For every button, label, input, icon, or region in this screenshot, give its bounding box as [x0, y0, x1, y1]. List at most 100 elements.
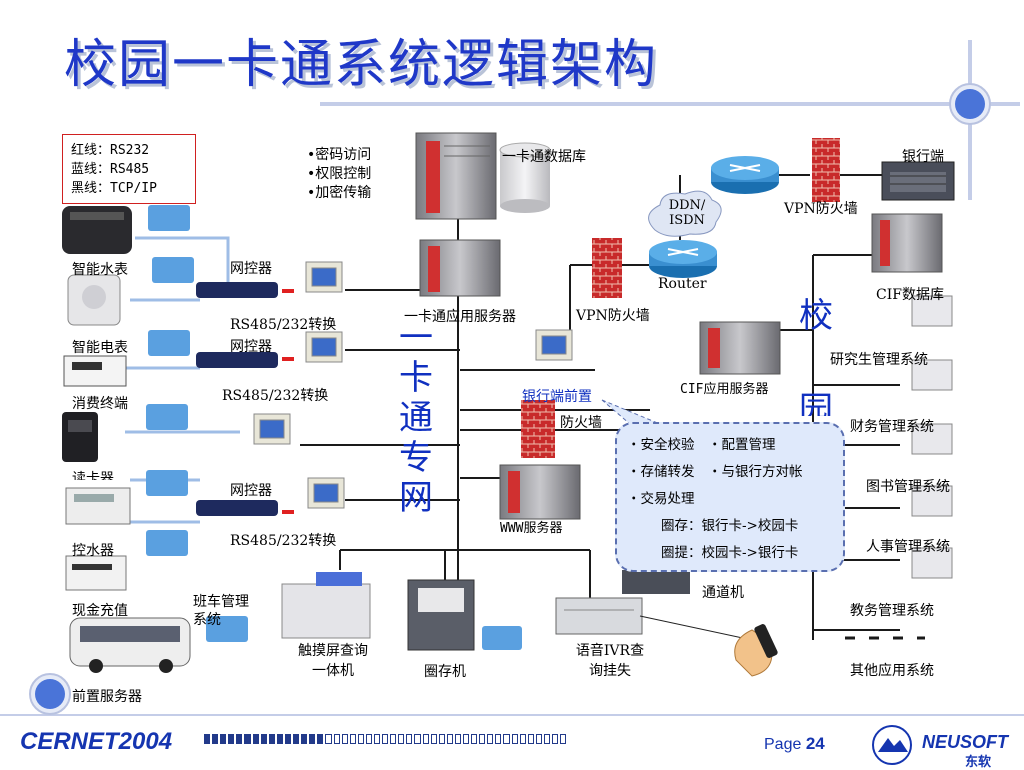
pos-terminal-icon — [63, 355, 127, 387]
security-features: •密码访问 •权限控制 •加密传输 — [307, 146, 371, 203]
router-icon — [649, 240, 717, 278]
hr-system-label: 人事管理系统 — [866, 539, 950, 555]
other-system-label: 其他应用系统 — [850, 663, 934, 679]
pc-icons — [253, 261, 573, 509]
db-label: 一卡通数据库 — [502, 149, 586, 165]
feature-item: •权限控制 — [307, 166, 372, 182]
router-top-icon — [711, 156, 779, 194]
bank-front-callout: ・安全校验 ・配置管理 ・存储转发 ・与银行方对帐 ・交易处理 圈存：银行卡->… — [615, 422, 845, 572]
vpn-firewall-label: VPN防火墙 — [576, 308, 650, 324]
vertical-char: 专 — [399, 438, 433, 478]
reader-label: 读卡器 — [72, 471, 114, 480]
net-controller-label: 网控器 — [230, 261, 272, 277]
rs-converter-label: RS485/232转换 — [222, 388, 329, 404]
callout-pointer — [601, 399, 661, 425]
cif-app-server-icon — [699, 321, 781, 375]
rs232-lines — [282, 289, 294, 514]
slide-progress — [204, 734, 567, 744]
legend-red: 红线：RS232 — [71, 143, 150, 158]
mobile-phone-icon — [639, 615, 778, 677]
vertical-char: 园 — [799, 390, 833, 416]
net-controller-label: 网控器 — [230, 339, 272, 355]
right-pcs — [911, 295, 953, 579]
callout-line: 圈存：银行卡->校园卡 — [661, 518, 799, 534]
firewall-label: 防火墙 — [560, 415, 602, 431]
rs-converter-label: RS485/232转换 — [230, 317, 337, 333]
cash-recharge-icon — [65, 555, 127, 591]
water-ctrl-label: 控水器 — [72, 543, 114, 559]
card-reader-icon — [62, 412, 98, 462]
net-controllers — [196, 282, 278, 516]
feature-item: •密码访问 — [307, 147, 372, 163]
callout-line: ・存储转发 ・与银行方对帐 — [627, 464, 803, 480]
www-label: WWW服务器 — [500, 521, 563, 536]
deposit-machine-icon — [407, 579, 475, 651]
rs-converter-label: RS485/232转换 — [230, 533, 337, 549]
callout-line: ・交易处理 — [627, 491, 695, 507]
firewall-icon — [521, 400, 555, 458]
net-controller-label: 网控器 — [230, 483, 272, 499]
elec-meter-icon — [67, 274, 121, 326]
page-title: 校园一卡通系统逻辑架构 — [64, 35, 659, 95]
library-system-label: 图书管理系统 — [866, 479, 950, 495]
water-meter-icon — [62, 206, 132, 254]
callout-line: 圈提：校园卡->银行卡 — [661, 545, 799, 561]
cash-label: 现金充值 — [72, 603, 128, 619]
finance-system-label: 财务管理系统 — [850, 419, 934, 435]
router-label: Router — [658, 276, 707, 292]
ddn-label: DDN/ ISDN — [668, 198, 706, 228]
feature-item: •加密传输 — [307, 185, 372, 201]
pos-label: 消费终端 — [72, 396, 128, 412]
channel-machine-icon — [622, 570, 690, 594]
ivr-server-icon — [555, 597, 643, 635]
page-number: Page 24 — [764, 734, 825, 754]
cif-db-label: CIF数据库 — [876, 287, 944, 303]
campus-network-label: 校 — [796, 296, 836, 336]
kiosk-icon — [281, 572, 371, 639]
decoration-bottom-left — [0, 673, 1024, 716]
campus-network-label-2: 园 — [796, 390, 836, 416]
vertical-char: 卡 — [399, 358, 433, 398]
app-server-label: 一卡通应用服务器 — [404, 309, 516, 325]
bus-icon — [69, 617, 191, 673]
channel-label: 通道机 — [702, 585, 744, 601]
university-seal-icon — [872, 725, 912, 765]
vertical-char: 校 — [799, 296, 833, 336]
water-meter-label: 智能水表 — [72, 262, 128, 278]
rs485-lines — [120, 236, 240, 524]
conference-label: CERNET2004 — [20, 728, 173, 755]
grad-system-label: 研究生管理系统 — [830, 352, 928, 368]
vertical-char: 网 — [399, 478, 433, 518]
vpn-firewall-icon — [812, 138, 840, 202]
legend-black: 黑线：TCP/IP — [71, 181, 157, 196]
db-server-icon — [415, 132, 497, 220]
cif-server-icon — [871, 213, 943, 273]
vertical-char: 通 — [399, 398, 433, 438]
legend: 红线：RS232 蓝线：RS485 黑线：TCP/IP — [62, 134, 196, 204]
bus-label: 班车管理系统 — [193, 594, 249, 628]
bank-server-icon — [881, 161, 955, 201]
decoration-top-right — [320, 40, 1020, 200]
page-value: 24 — [805, 734, 825, 753]
legend-blue: 蓝线：RS485 — [71, 162, 150, 177]
app-server-icon — [419, 239, 501, 297]
water-controller-icon — [65, 487, 131, 525]
cif-app-label: CIF应用服务器 — [680, 382, 769, 397]
ddn-cloud-icon — [648, 190, 722, 237]
elec-meter-label: 智能电表 — [72, 340, 128, 356]
deposit-label: 圈存机 — [424, 664, 466, 680]
database-cylinder-icon — [499, 142, 551, 213]
ivr-label: 语音IVR查询挂失 — [575, 643, 645, 679]
bank-front-label: 银行端前置 — [522, 389, 592, 405]
brand-logo: NEUSOFT — [922, 732, 1009, 752]
front-server-label: 前置服务器 — [72, 689, 142, 705]
dedicated-network-label: 一 卡 通 专 网 — [396, 318, 436, 518]
vpn-firewall-top-label: VPN防火墙 — [784, 201, 858, 217]
bank-label: 银行端 — [902, 149, 944, 165]
callout-line: ・安全校验 ・配置管理 — [627, 437, 776, 453]
edu-system-label: 教务管理系统 — [850, 603, 934, 619]
www-server-icon — [499, 464, 581, 520]
vpn-firewall-2-icon — [592, 238, 622, 298]
smart-cards — [146, 205, 522, 650]
